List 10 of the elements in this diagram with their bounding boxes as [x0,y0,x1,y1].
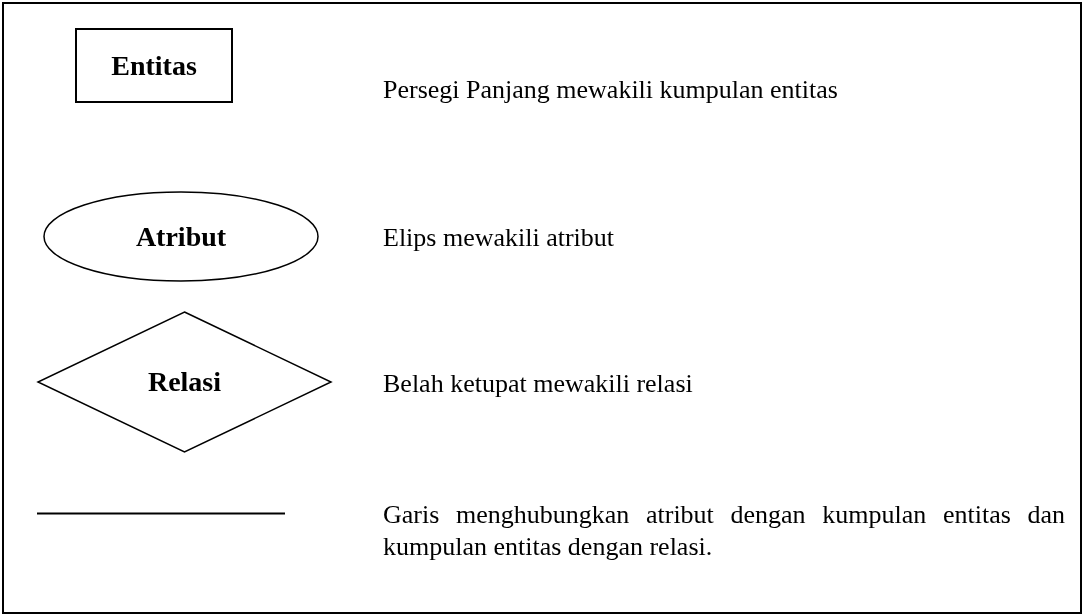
node-label: Atribut [135,219,227,254]
description-text: Garis menghubungkan atribut dengan kumpulan entitas dan kumpulan entitas dengan relasi. [383,499,1065,563]
node-label: Entitas [111,48,197,83]
relation-diamond [37,311,332,453]
description-text: Elips mewakili atribut [383,222,616,254]
attribute-ellipse [43,191,319,282]
description-text: Persegi Panjang mewakili kumpulan entitas [383,74,839,106]
entity-rectangle [75,28,233,103]
node-label: Relasi [147,365,222,399]
description-text: Belah ketupat mewakili relasi [383,368,694,400]
